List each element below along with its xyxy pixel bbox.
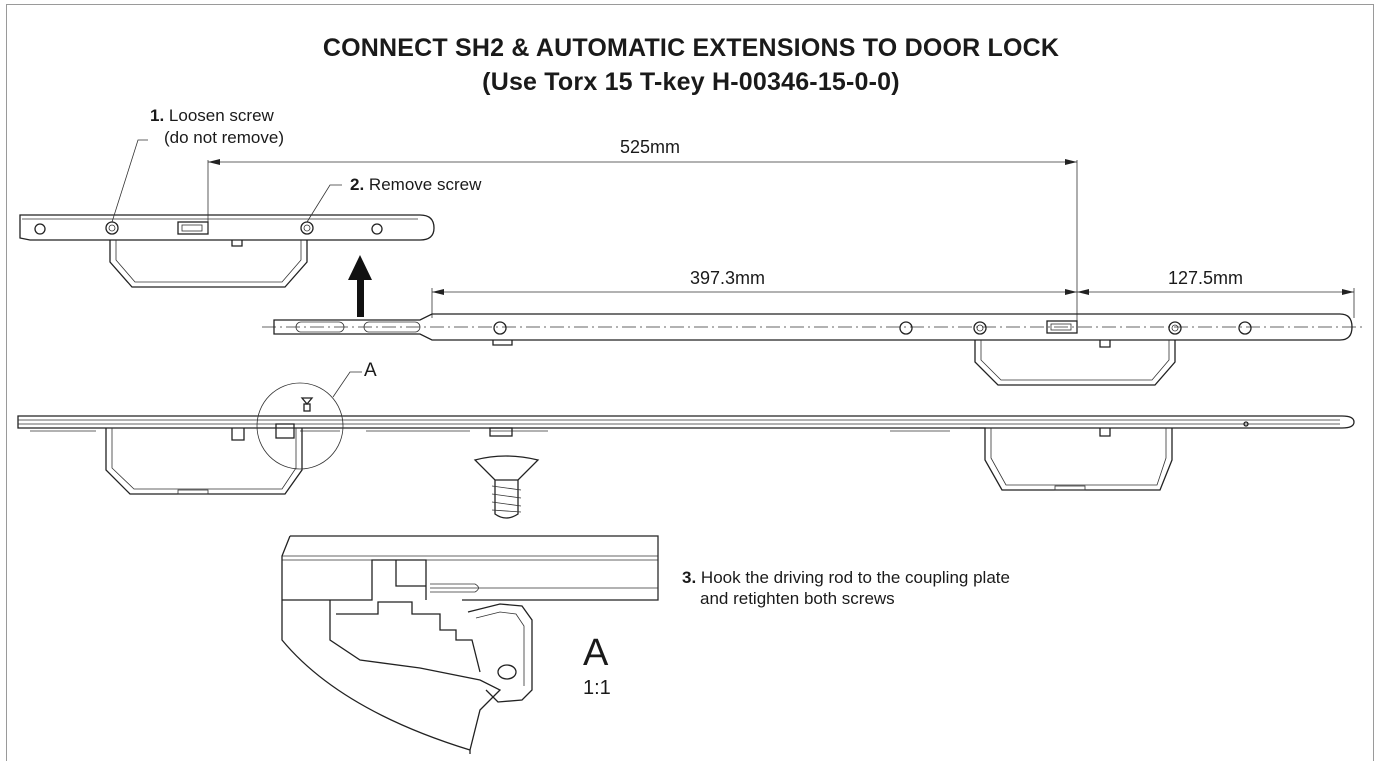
coupling-plate [19, 214, 435, 288]
detail-callout-circle [256, 371, 362, 470]
step-1-note: (do not remove) [164, 128, 284, 147]
detail-a-view [281, 535, 659, 754]
assembled-lock [17, 397, 1355, 495]
step-3-label-line-2: and retighten both screws [700, 589, 895, 608]
dimension-overall-label: 525mm [620, 137, 681, 157]
drawing-frame [6, 4, 1374, 761]
step-1-label: 1. Loosen screw [150, 106, 274, 125]
detail-scale-label: 1:1 [583, 677, 611, 699]
dimension-right-label: 127.5mm [1168, 268, 1244, 288]
dimension-left-label: 397.3mm [690, 268, 766, 288]
assembly-arrow [348, 255, 372, 317]
dimension-525 [207, 159, 1078, 330]
step-3-label-line-1: 3. Hook the driving rod to the coupling … [682, 568, 1010, 587]
torx-screw [473, 455, 540, 519]
dimension-segments [431, 288, 1355, 318]
title-line-1: CONNECT SH2 & AUTOMATIC EXTENSIONS TO DO… [322, 34, 1060, 62]
extension-rail [262, 313, 1362, 386]
detail-callout-label: A [364, 360, 377, 381]
step2-leader [306, 184, 342, 223]
detail-view-label: A [583, 632, 609, 674]
step-2-label: 2. Remove screw [350, 175, 482, 194]
title-line-2: (Use Torx 15 T-key H-00346-15-0-0) [482, 68, 900, 96]
step1-leader [111, 139, 148, 223]
